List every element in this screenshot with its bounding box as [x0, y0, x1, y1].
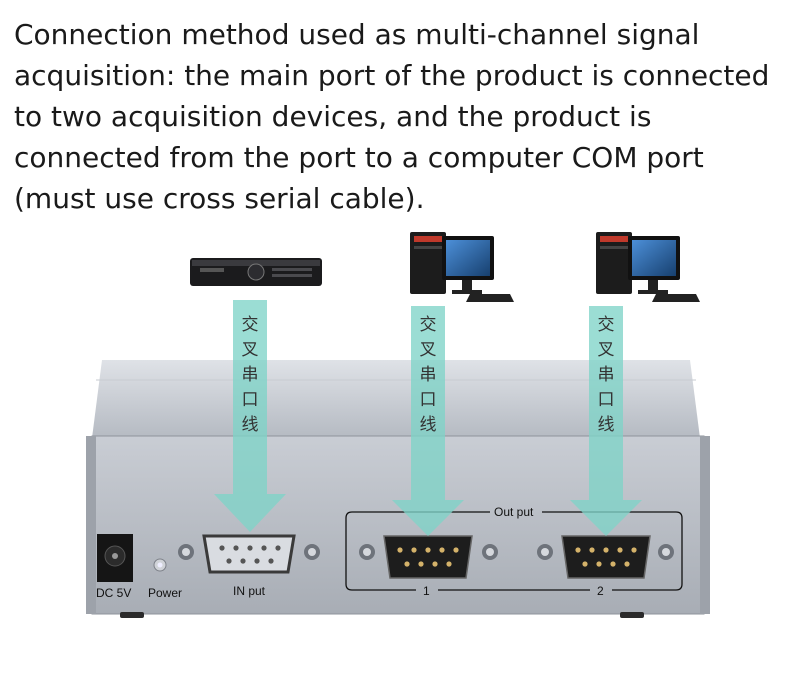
cable-label-output-1: 交叉串口线	[420, 315, 437, 435]
dvr-recorder-icon	[190, 258, 322, 286]
input-serial-port	[178, 534, 320, 574]
output-port-2-label: 2	[597, 584, 604, 598]
output-group-label: Out put	[494, 505, 534, 519]
output-serial-port-2	[537, 535, 674, 579]
output-port-1-label: 1	[423, 584, 430, 598]
dc-label: DC 5V	[96, 586, 131, 600]
dc-power-jack	[97, 534, 133, 582]
computer-icon	[596, 232, 700, 302]
cable-arrow-output-1	[392, 306, 464, 536]
input-label: IN put	[233, 584, 266, 598]
cable-arrow-input	[214, 300, 286, 532]
computer-icon	[410, 232, 514, 302]
output-group-bracket	[345, 511, 683, 591]
power-led-icon	[153, 558, 167, 572]
power-label: Power	[148, 586, 182, 600]
cable-label-input: 交叉串口线	[242, 315, 259, 435]
output-serial-port-1	[359, 535, 498, 579]
caption-text: Connection method used as multi-channel …	[14, 18, 770, 215]
cable-arrow-output-2	[570, 306, 642, 536]
cable-label-output-2: 交叉串口线	[598, 315, 615, 435]
